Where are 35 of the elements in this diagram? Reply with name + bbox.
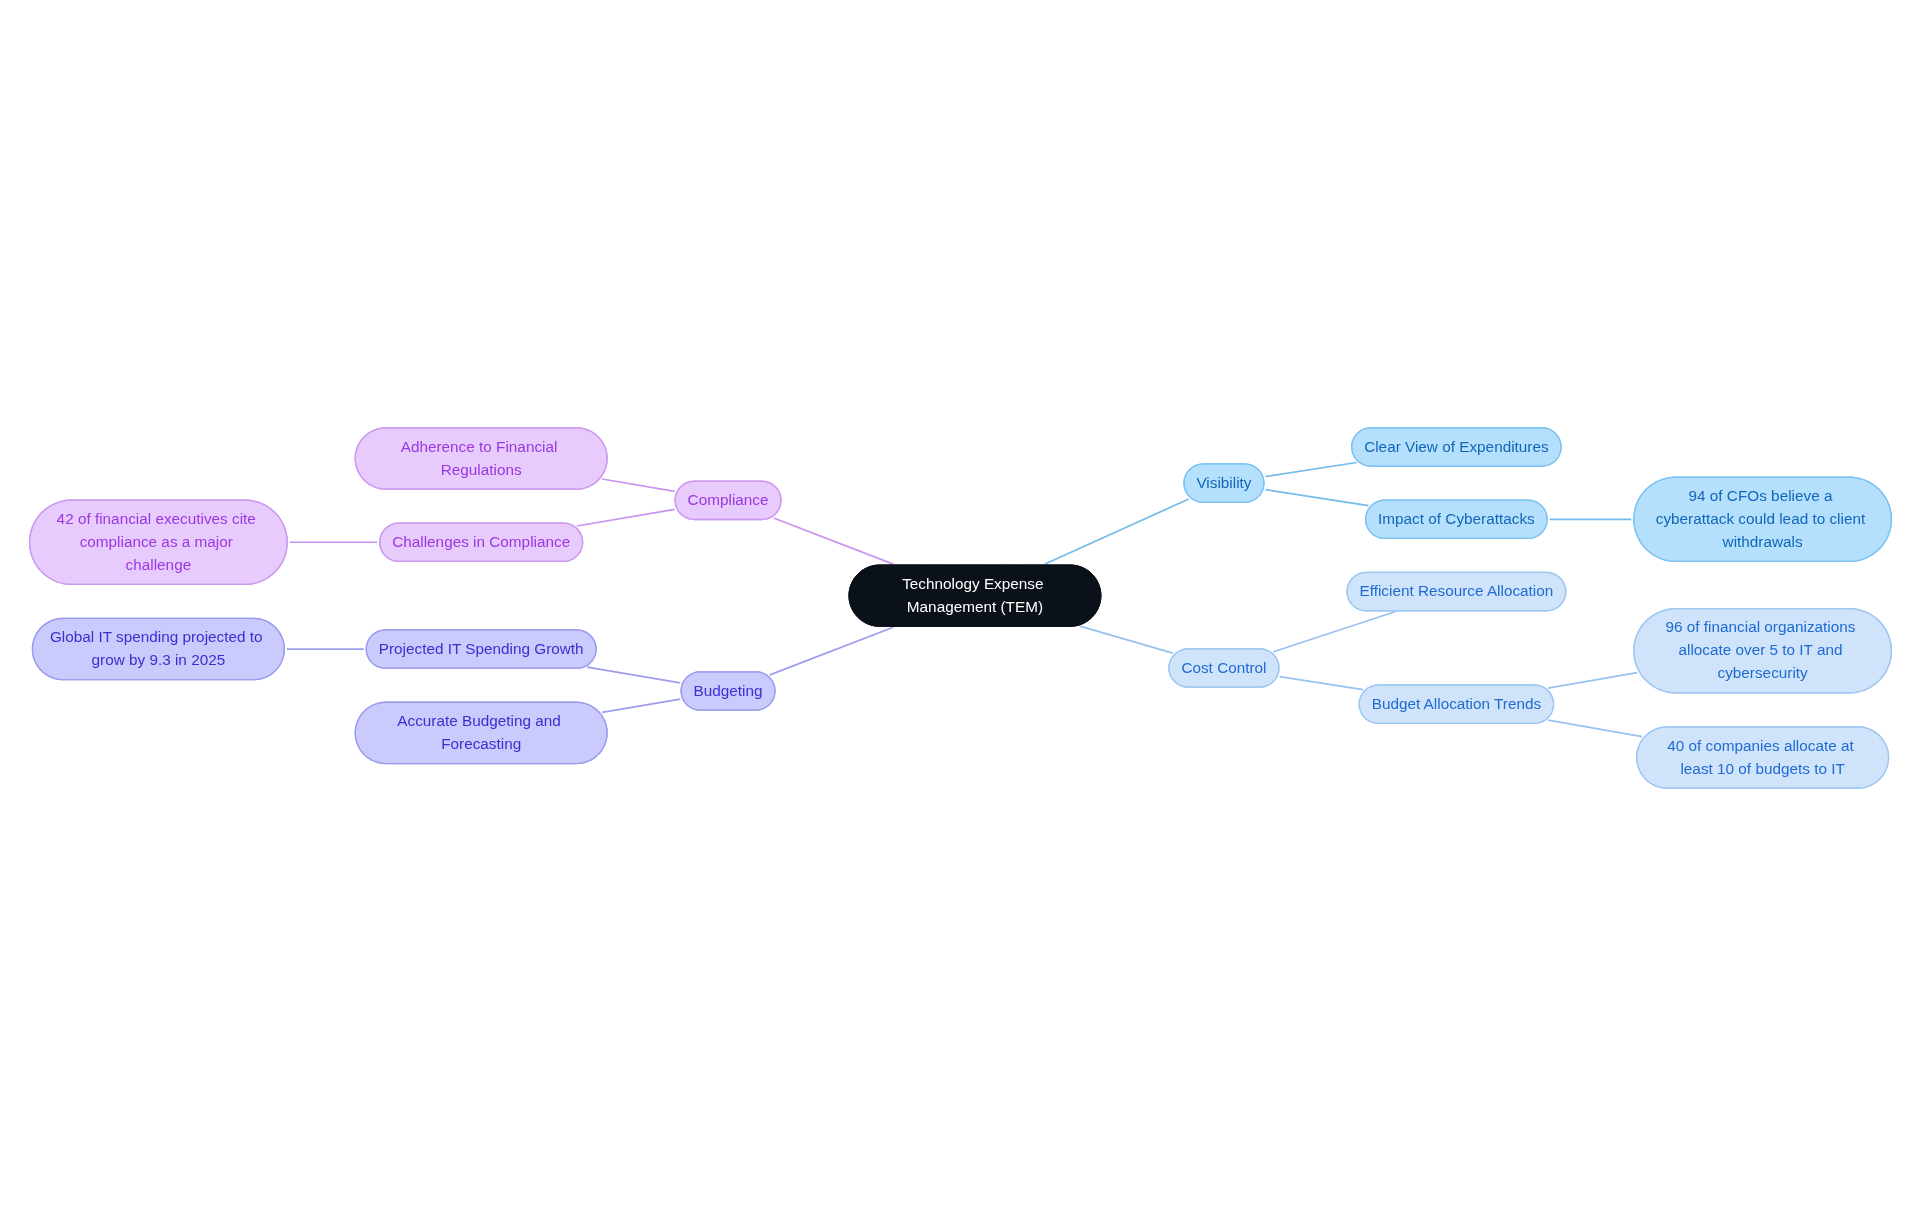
connector-line: [772, 516, 894, 565]
topic-node: Technology Expense Management (TEM): [848, 564, 1101, 627]
connector-line: [1546, 718, 1643, 737]
topic-node: Adherence to Financial Regulations: [354, 426, 608, 490]
topic-node: 94 of CFOs believe a cyberattack could lead to client withdrawals: [1632, 476, 1892, 562]
topic-node: Accurate Budgeting and Forecasting: [354, 701, 608, 764]
connector-line: [1078, 624, 1174, 654]
topic-node: Challenges in Compliance: [378, 522, 583, 562]
connector-line: [1043, 497, 1190, 565]
topic-node: Clear View of Expenditures: [1350, 426, 1562, 467]
topic-node: 40 of companies allocate at least 10 of budgets to IT: [1635, 725, 1889, 789]
topic-node: Budget Allocation Trends: [1358, 683, 1554, 724]
topic-node: Compliance: [674, 480, 782, 520]
connector-line: [600, 477, 676, 492]
connector-line: [1264, 461, 1357, 477]
connector-line: [1278, 675, 1364, 690]
connector-line: [768, 625, 894, 676]
topic-node: Impact of Cyberattacks: [1364, 499, 1548, 539]
connector-line: [1546, 671, 1638, 689]
topic-node: 42 of financial executives cite compliance as a major challenge: [28, 499, 288, 585]
connector-line: [1548, 517, 1632, 520]
connector-line: [575, 508, 676, 527]
connector-line: [1272, 610, 1397, 653]
topic-node: Visibility: [1182, 462, 1265, 503]
connector-line: [600, 697, 681, 713]
connector-line: [285, 647, 365, 650]
topic-node: 96 of financial organizations allocate over 5 to IT and cybersecurity: [1632, 607, 1892, 693]
topic-node: Budgeting: [680, 670, 776, 711]
topic-node: Cost Control: [1167, 647, 1280, 688]
connector-line: [288, 540, 378, 543]
topic-node: Efficient Resource Allocation: [1345, 571, 1566, 611]
connector-line: [1264, 488, 1369, 506]
topic-node: Global IT spending projected to grow by 9.3 in 2025: [31, 617, 285, 680]
connector-line: [585, 665, 681, 684]
topic-node: Projected IT Spending Growth: [365, 628, 597, 669]
